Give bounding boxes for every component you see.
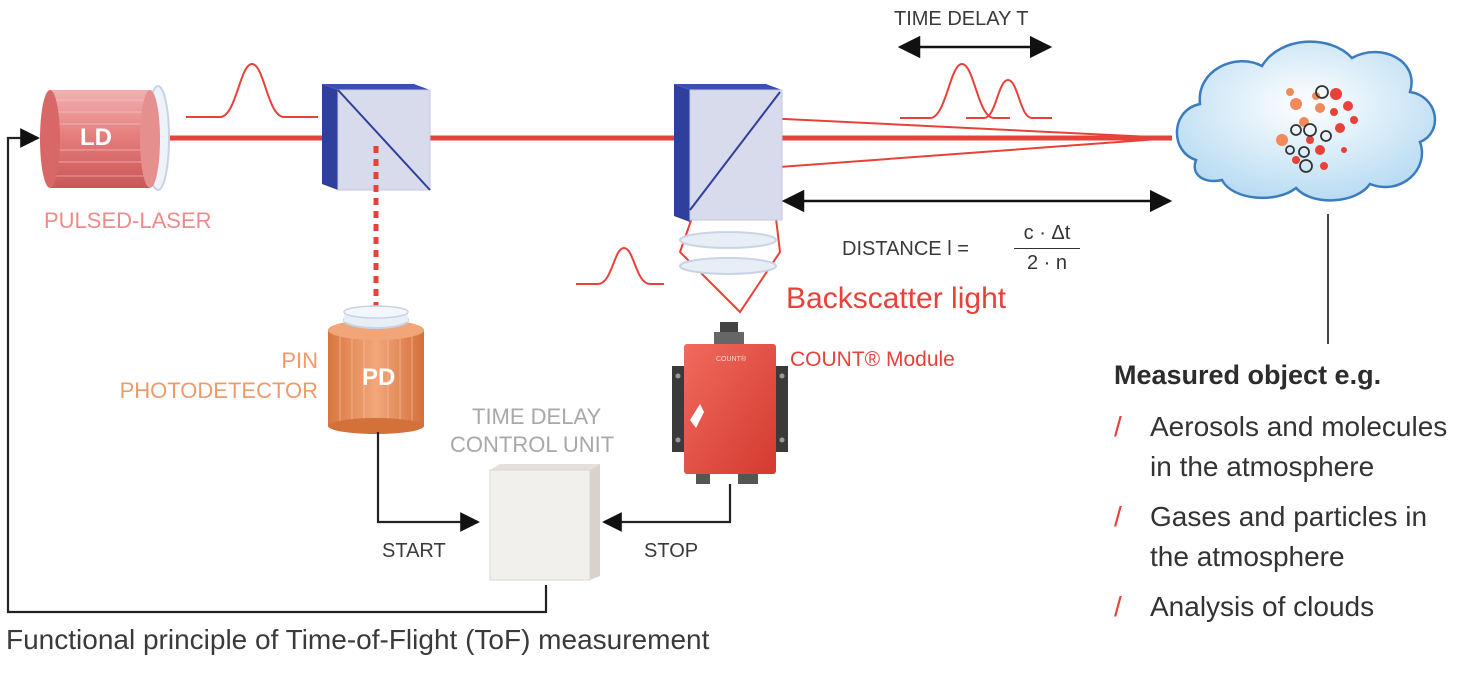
feedback-line [6,128,548,614]
formula-denominator: 2 · n [1026,252,1068,274]
formula-numerator: c · Δt [1023,222,1071,244]
measured-object-item: / Aerosols and molecules in the atmosphe… [1114,407,1470,487]
measured-object-item-text: Gases and particles in the atmosphere [1150,501,1428,572]
ld-label: LD [80,124,112,151]
cloud [1175,40,1437,202]
slash-bullet-icon: / [1114,591,1122,622]
time-delay-label: TIME DELAY T [894,8,1029,30]
pulsed-laser-label: PULSED-LASER [44,208,212,233]
measured-object-title: Measured object e.g. [1114,360,1382,390]
stop-label: STOP [644,540,699,562]
laser-diode [40,85,170,191]
slash-bullet-icon: / [1114,411,1122,442]
distance-label: DISTANCE l = [842,238,969,260]
backscatter-label: Backscatter light [786,282,1007,315]
formula-bar [1014,248,1080,249]
measured-object-item-text: Analysis of clouds [1150,591,1375,622]
start-line [376,432,480,532]
count-module-label: COUNT® Module [790,348,955,371]
beam-splitter-1 [322,84,431,191]
start-label: START [382,540,446,562]
measured-object-panel: Measured object e.g. / Aerosols and mole… [1114,360,1470,637]
measured-object-item-text: Aerosols and molecules in the atmosphere [1150,411,1448,482]
pin-label-line2: PHOTODETECTOR [119,378,318,403]
count-module [672,322,788,484]
pin-label-line1: PIN [281,348,318,373]
tdcu-label-line2: CONTROL UNIT [450,432,615,457]
measured-object-item: / Analysis of clouds [1114,587,1470,627]
photodetector [328,305,424,434]
caption: Functional principle of Time-of-Flight (… [6,624,710,655]
count-device-text: COUNT® [716,356,747,363]
pulse-emitted [186,62,318,118]
beam-splitter-2 [674,84,783,222]
measured-object-item: / Gases and particles in the atmosphere [1114,497,1470,577]
stop-line [602,484,732,532]
pulses-delayed [900,62,1052,119]
lens-pair [679,231,777,275]
tdcu-label-line1: TIME DELAY [472,404,602,429]
pd-label: PD [362,364,396,391]
pulse-backscatter [576,246,664,285]
slash-bullet-icon: / [1114,501,1122,532]
distance-formula: c · Δt 2 · n [1014,222,1080,275]
time-delay-control-unit [489,464,600,581]
